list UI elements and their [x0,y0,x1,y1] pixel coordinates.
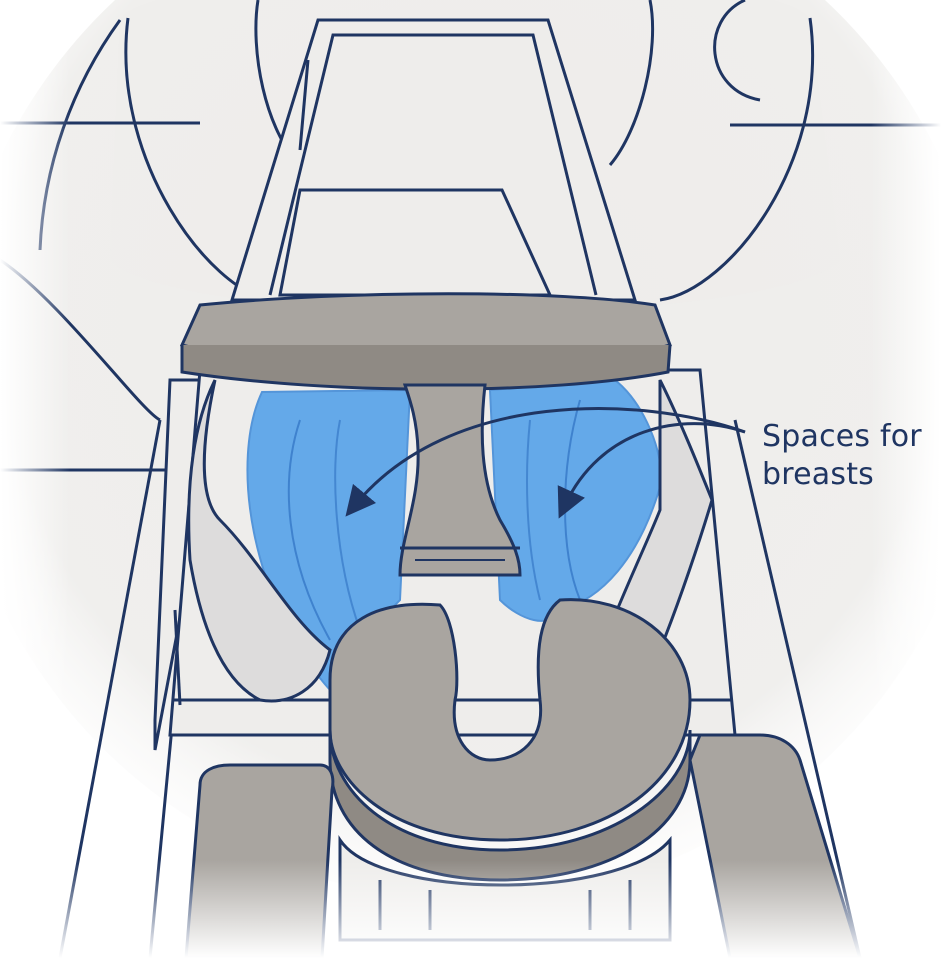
callout-line-1: Spaces for [762,418,937,456]
top-crossbar [182,294,670,390]
left-fade [0,0,70,958]
bottom-fade [0,860,941,958]
callout-line-2: breasts [762,456,937,494]
callout-label: Spaces for breasts [762,418,937,494]
